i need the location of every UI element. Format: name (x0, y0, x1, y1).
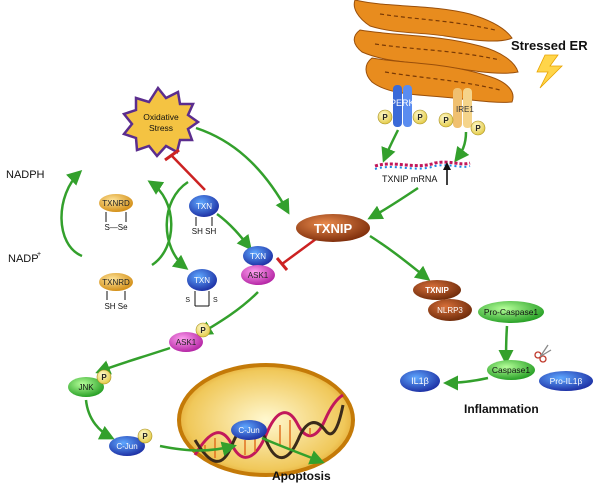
ask1-free-label: ASK1 (176, 338, 197, 347)
arrow-procaspase-to-caspase (498, 325, 514, 365)
txnrd-oxidized-node (99, 194, 133, 212)
nlrp3-node (428, 299, 472, 321)
inflammasome-txnip-label: TXNIP (425, 286, 449, 295)
pro-caspase1-label: Pro-Caspase1 (484, 307, 539, 317)
txn-reduced-label: TXN (196, 202, 212, 211)
arrow-txn-cycle-left (165, 180, 189, 270)
il1b-label: IL1β (411, 376, 429, 386)
arrow-jnk-to-cjun (84, 399, 115, 440)
arrow-ire1-to-mrna (454, 131, 470, 163)
jnk-phospho: P (96, 369, 112, 385)
txn-oxidized-label: TXN (194, 276, 210, 285)
svg-text:P: P (101, 373, 107, 382)
txnrd-reduced-bond (106, 291, 126, 300)
cjun-nuclear-node (231, 420, 267, 440)
cjun-nuclear-label: C-Jun (238, 426, 259, 435)
oxidative-stress-label-line2: Stress (149, 123, 173, 133)
txn-oxidized-bond (194, 291, 210, 307)
txn-oxidized-bond-label-right: S (213, 297, 218, 304)
ire1-receptor (453, 88, 472, 128)
txn-oxidized-node (187, 269, 217, 291)
txnrd-reduced-label: TXNRD (102, 278, 130, 287)
txn-oxidized-bond-label-left: S (185, 297, 190, 304)
arrow-perk-to-mrna (381, 129, 400, 163)
arrow-nadp-to-nadph (60, 169, 83, 258)
lightning-icon (536, 54, 563, 89)
inhibit-txnip-to-complex (275, 234, 321, 271)
txnrd-oxidized-label: TXNRD (102, 199, 130, 208)
ire1-phospho-left: P (438, 112, 454, 128)
txn-reduced-node (189, 195, 219, 217)
arrow-txnip-to-inflammasome (369, 234, 431, 281)
ask1-phospho: P (195, 322, 211, 338)
nadp-superscript: + (37, 251, 41, 258)
inflammation-label: Inflammation (464, 402, 539, 416)
cjun-cytoplasm-node (109, 436, 145, 456)
arrow-txnrd-reduced-to-oxidized (147, 180, 173, 267)
svg-text:P: P (200, 326, 206, 335)
pro-caspase1-node (478, 301, 544, 323)
nucleus (177, 363, 355, 477)
txnrd-oxidized-bond-label: S—Se (104, 223, 128, 232)
txnip-label: TXNIP (314, 221, 353, 236)
perk-receptor (393, 85, 412, 127)
txn-ask1-complex (241, 246, 275, 285)
perk-phospho-right: P (412, 109, 428, 125)
inhibit-txn-to-oxidative (164, 148, 206, 191)
apoptosis-label: Apoptosis (272, 469, 331, 483)
oxidative-stress-label-line1: Oxidative (143, 112, 179, 122)
ire1-phospho-right: P (470, 120, 486, 136)
txnip-mrna-label: TXNIP mRNA (382, 174, 437, 184)
svg-text:P: P (417, 113, 423, 122)
arrow-mrna-to-txnip (367, 186, 419, 220)
il1b-node (400, 370, 440, 392)
cjun-cytoplasm-label: C-Jun (116, 442, 137, 451)
arrow-oxidative-to-txnip (195, 126, 290, 215)
ire1-label: IRE1 (456, 105, 474, 114)
pro-il1b-node (539, 371, 593, 391)
txn-reduced-bond-label: SH SH (192, 227, 217, 236)
arrow-caspase-to-il1b (443, 375, 489, 391)
up-arrow-icon (443, 162, 451, 185)
pro-il1b-label: Pro-IL1β (550, 376, 583, 386)
arrow-ask1-to-jnk (95, 346, 171, 375)
txn-reduced-bond (195, 217, 213, 226)
txnrd-reduced-bond-label: SH Se (104, 302, 128, 311)
jnk-label: JNK (78, 383, 94, 392)
caspase1-label: Caspase1 (492, 365, 531, 375)
perk-phospho-left: P (377, 109, 393, 125)
txnip-mrna-strand (374, 160, 471, 170)
complex-txn-label: TXN (250, 252, 266, 261)
complex-ask1-label: ASK1 (248, 271, 269, 280)
arrow-cjun-to-nucleus (159, 441, 237, 457)
txnrd-oxidized-bond (105, 212, 127, 222)
txnrd-reduced-node (99, 273, 133, 291)
caspase1-node (487, 360, 535, 380)
jnk-node (68, 377, 104, 397)
perk-label: PERK (390, 98, 415, 108)
svg-text:P: P (142, 432, 148, 441)
scissors-icon (534, 344, 552, 363)
arrow-txn-to-complex (216, 212, 252, 251)
svg-text:P: P (475, 124, 481, 133)
stressed-er-membranes (353, 0, 519, 103)
svg-text:P: P (443, 116, 449, 125)
inflammasome-txnip-node (413, 280, 461, 300)
arrow-cjun-to-apoptosis (261, 436, 325, 465)
nlrp3-label: NLRP3 (437, 306, 463, 315)
oxidative-stress-burst (121, 85, 201, 158)
nadph-label: NADPH (6, 169, 45, 181)
svg-text:P: P (382, 113, 388, 122)
nadp-label: NADP (8, 253, 39, 265)
ask1-free-node (169, 332, 203, 352)
cjun-cytoplasm-phospho: P (137, 428, 153, 444)
txnip-node (296, 214, 370, 242)
stressed-er-label: Stressed ER (511, 38, 588, 53)
